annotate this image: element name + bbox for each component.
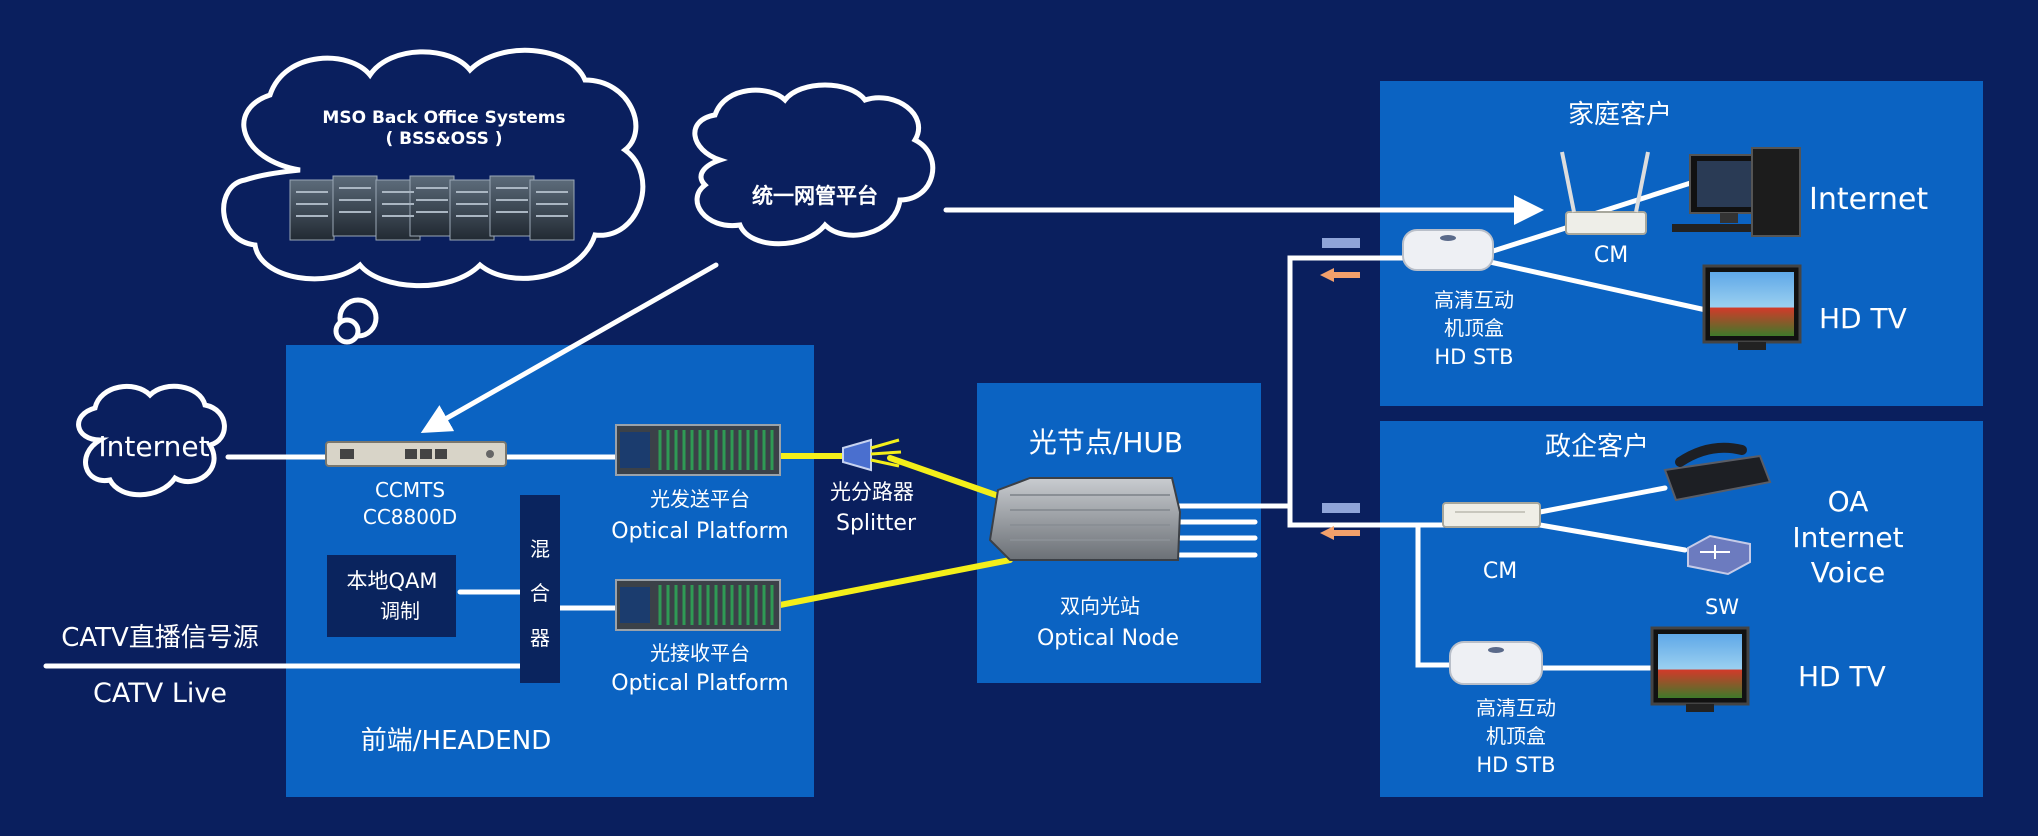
nms-cloud-label: 统一网管平台 — [752, 184, 878, 208]
tx-platform-label-cn: 光发送平台 — [650, 487, 750, 511]
enterprise-stb-icon — [1449, 641, 1543, 685]
fiber-node-rx — [777, 557, 1013, 608]
home-title: 家庭客户 — [1568, 100, 1672, 130]
downstream-marker-enterprise — [1322, 503, 1360, 513]
rx-platform-icon — [615, 579, 781, 631]
enterprise-stb-label-1: 高清互动 — [1476, 696, 1556, 720]
node-label-cn: 双向光站 — [1060, 594, 1140, 618]
home-cm-router-icon — [1560, 151, 1650, 235]
mixer-char-1: 混 — [530, 537, 550, 561]
home-cm-label: CM — [1594, 243, 1628, 268]
wire-stb-tv — [1487, 259, 1709, 313]
mixer-char-2: 合 — [530, 581, 550, 605]
ccmts-label-2: CC8800D — [363, 505, 457, 529]
mso-cloud-title: MSO Back Office Systems — [322, 108, 565, 128]
hub-title: 光节点/HUB — [1029, 426, 1183, 459]
home-hdtv-label: HD TV — [1819, 302, 1907, 335]
home-hdtv-icon — [1702, 264, 1802, 350]
internet-cloud-label: Internet — [98, 430, 209, 463]
wire-node-enterprise — [1287, 503, 1451, 528]
enterprise-stb-label-3: HD STB — [1476, 753, 1555, 777]
enterprise-hdtv-icon — [1650, 626, 1750, 712]
ccmts-device-icon — [325, 441, 507, 467]
ccmts-label-1: CCMTS — [375, 478, 445, 502]
nms-cloud — [692, 82, 936, 247]
splitter-label-en: Splitter — [836, 511, 917, 536]
home-stb-icon — [1402, 229, 1494, 271]
oa-label-3: Voice — [1811, 556, 1886, 589]
wire-cm-phone — [1537, 485, 1668, 515]
wire-cm-sw — [1537, 522, 1688, 553]
wire-stb-cm — [1487, 223, 1575, 255]
enterprise-cm-icon — [1442, 502, 1541, 528]
upstream-arrow-home-icon — [1320, 268, 1360, 282]
home-stb-label-1: 高清互动 — [1434, 288, 1514, 312]
rx-platform-label-en: Optical Platform — [611, 671, 788, 696]
optical-node-icon — [988, 477, 1182, 561]
headend-title: 前端/HEADEND — [361, 726, 551, 756]
node-label-en: Optical Node — [1037, 626, 1179, 651]
mixer-char-3: 器 — [530, 626, 550, 650]
home-stb-label-3: HD STB — [1434, 345, 1513, 369]
wire-cm-stb2 — [1415, 522, 1453, 668]
oa-label-1: OA — [1828, 485, 1869, 518]
home-stb-label-2: 机顶盒 — [1444, 316, 1504, 340]
qam-label-1: 本地QAM — [346, 569, 437, 593]
splitter-icon — [842, 438, 902, 472]
catv-label-en: CATV Live — [93, 678, 227, 709]
qam-box — [327, 555, 456, 637]
phone-icon — [1663, 442, 1772, 502]
fiber-splitter-node — [887, 455, 1013, 503]
oa-label-2: Internet — [1792, 521, 1903, 554]
enterprise-stb-label-2: 机顶盒 — [1486, 724, 1546, 748]
enterprise-cm-label: CM — [1483, 559, 1517, 584]
tx-platform-icon — [615, 424, 781, 476]
internet-cloud — [76, 383, 227, 498]
tx-platform-label-en: Optical Platform — [611, 519, 788, 544]
desktop-pc-icon — [1672, 147, 1801, 237]
enterprise-hdtv-label: HD TV — [1798, 660, 1886, 693]
server-racks-icon — [289, 175, 575, 241]
arrow-nms-ccmts — [420, 262, 719, 433]
qam-label-2: 调制 — [380, 599, 420, 623]
downstream-marker-home — [1322, 238, 1360, 248]
upstream-arrow-enterprise-icon — [1320, 526, 1360, 540]
enterprise-title: 政企客户 — [1545, 432, 1649, 462]
mso-cloud-subtitle: ( BSS&OSS ) — [385, 129, 502, 149]
home-internet-label: Internet — [1809, 182, 1928, 217]
rx-platform-label-cn: 光接收平台 — [650, 641, 750, 665]
mixer-box — [520, 495, 560, 683]
catv-label-cn: CATV直播信号源 — [61, 623, 259, 653]
switch-label: SW — [1705, 595, 1739, 619]
switch-icon — [1687, 534, 1751, 576]
splitter-label-cn: 光分路器 — [830, 480, 914, 504]
